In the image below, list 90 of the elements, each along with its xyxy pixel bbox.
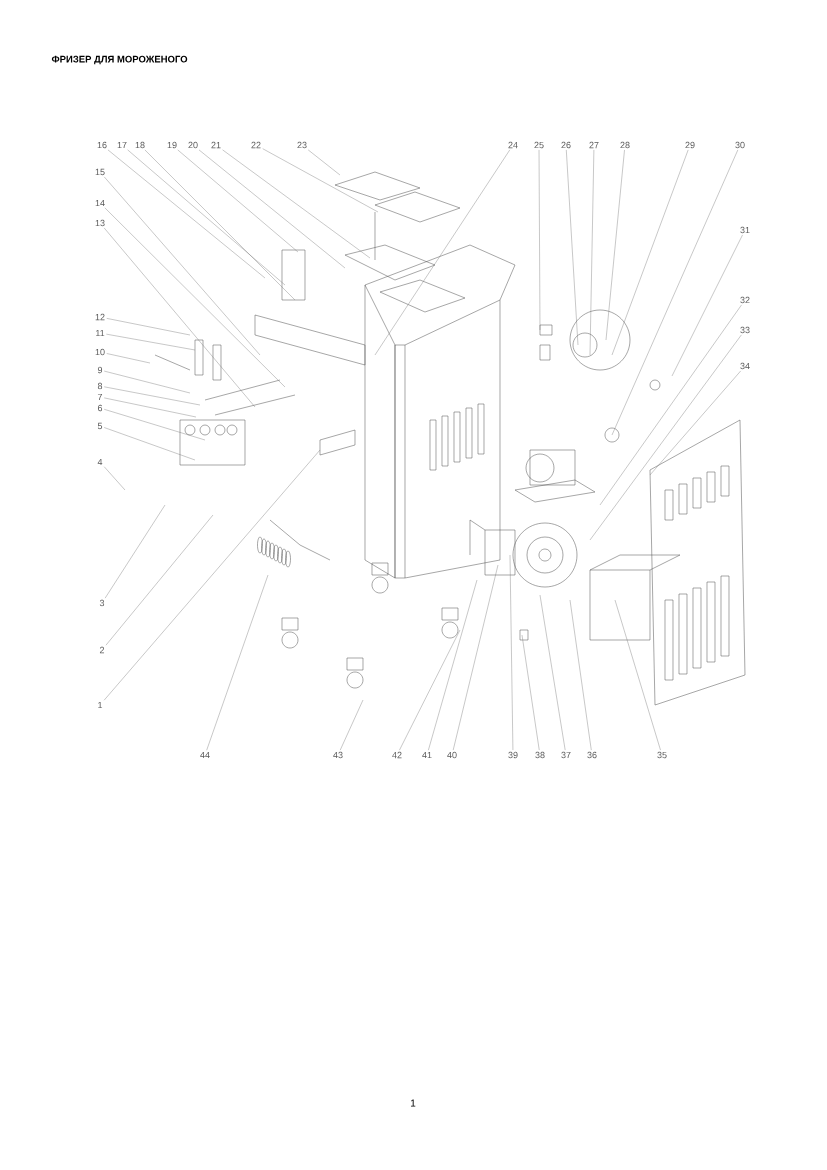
- callout-number: 41: [422, 751, 432, 759]
- leader-line: [599, 304, 742, 506]
- leader-line: [206, 574, 269, 751]
- callout-number: 22: [251, 141, 261, 149]
- callout-number: 19: [167, 141, 177, 149]
- callout-number: 16: [97, 141, 107, 149]
- leader-line: [104, 466, 126, 491]
- leader-line: [106, 353, 151, 364]
- callout-number: 12: [95, 313, 105, 321]
- callout-number: 11: [96, 329, 105, 337]
- callout-number: 40: [447, 751, 457, 759]
- callout-number: 35: [657, 751, 667, 759]
- leader-line: [614, 599, 661, 751]
- callout-number: 26: [561, 141, 571, 149]
- leader-line: [107, 149, 266, 279]
- leader-line: [453, 564, 499, 751]
- leader-line: [105, 514, 214, 646]
- callout-number: 6: [97, 404, 103, 412]
- leader-line: [106, 318, 191, 336]
- leader-line: [569, 599, 592, 751]
- callout-number: 38: [535, 751, 545, 759]
- leader-line: [104, 504, 166, 599]
- leader-line: [104, 409, 206, 441]
- leader-line: [104, 386, 201, 406]
- leader-line: [671, 234, 743, 377]
- leader-line: [428, 579, 478, 751]
- callout-number: 18: [135, 141, 145, 149]
- callout-number: 13: [95, 219, 105, 227]
- callout-number: 21: [211, 141, 221, 149]
- leader-line: [262, 148, 379, 213]
- leader-line: [104, 370, 191, 394]
- callout-number: 2: [99, 646, 105, 654]
- leader-line: [374, 149, 510, 356]
- leader-line: [605, 149, 625, 341]
- leader-line: [222, 149, 371, 259]
- leader-line: [611, 149, 689, 356]
- callout-number: 37: [561, 751, 571, 759]
- callout-number: 15: [95, 168, 105, 176]
- leader-line: [649, 370, 741, 476]
- callout-number: 31: [740, 226, 750, 234]
- callout-number: 27: [589, 141, 599, 149]
- leader-line: [103, 227, 256, 408]
- leader-line: [198, 149, 346, 269]
- callout-number: 9: [97, 366, 103, 374]
- leader-line: [539, 594, 566, 751]
- leader-line: [127, 149, 286, 286]
- callout-number: 28: [620, 141, 630, 149]
- callout-number: 36: [587, 751, 597, 759]
- leader-line: [538, 149, 541, 331]
- callout-number: 30: [735, 141, 745, 149]
- leader-line: [566, 149, 579, 346]
- callout-number: 4: [97, 458, 103, 466]
- callout-number: 20: [188, 141, 198, 149]
- page-title: ФРИЗЕР ДЛЯ МОРОЖЕНОГО: [51, 55, 188, 65]
- leader-line: [340, 699, 364, 751]
- callout-number: 39: [508, 751, 518, 759]
- callout-number: 25: [534, 141, 544, 149]
- callout-number: 1: [98, 701, 103, 709]
- callout-number: 33: [740, 326, 750, 334]
- callout-number: 32: [740, 296, 750, 304]
- leader-line: [104, 397, 197, 418]
- leader-line: [104, 176, 261, 356]
- leader-line: [521, 634, 540, 751]
- callout-number: 14: [95, 199, 105, 207]
- leader-line: [106, 333, 196, 351]
- leader-line: [509, 554, 514, 751]
- leader-line: [589, 149, 595, 356]
- leader-line: [399, 629, 461, 751]
- callout-number: 8: [97, 382, 103, 390]
- callout-number: 42: [392, 751, 402, 759]
- leader-line: [103, 449, 321, 701]
- leader-line: [104, 207, 286, 388]
- callout-number: 7: [97, 393, 103, 401]
- page-number: 1: [411, 1099, 416, 1107]
- leader-line: [144, 149, 296, 301]
- callout-number: 5: [97, 422, 103, 430]
- callout-number: 24: [508, 141, 518, 149]
- callout-number: 23: [297, 141, 307, 149]
- leader-line: [308, 149, 341, 176]
- callout-number: 44: [200, 751, 210, 759]
- callout-number: 43: [333, 751, 343, 759]
- leader-line: [589, 334, 742, 541]
- callout-number: 17: [117, 141, 127, 149]
- leader-line: [177, 149, 299, 253]
- callout-number: 3: [99, 599, 105, 607]
- callout-number: 34: [740, 362, 750, 370]
- callout-number: 10: [95, 348, 105, 356]
- callout-number: 29: [685, 141, 695, 149]
- leader-line: [104, 427, 196, 461]
- leader-line: [611, 149, 739, 436]
